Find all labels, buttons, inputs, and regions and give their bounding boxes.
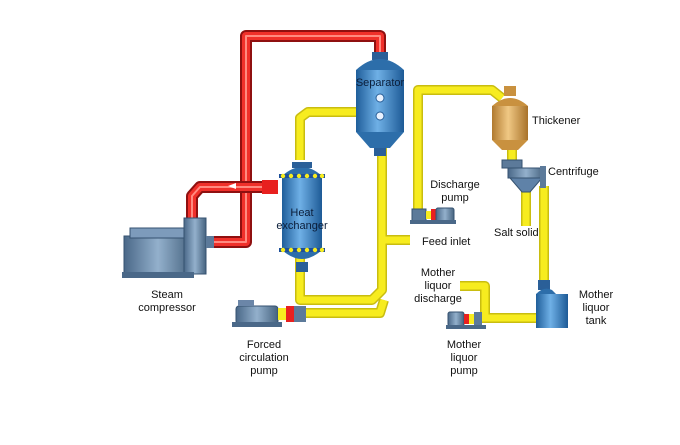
label-mother-liquor-tank: Mother liquor tank [578, 289, 614, 327]
label-discharge-pump: Discharge pump [430, 179, 480, 204]
label-feed-inlet: Feed inlet [422, 236, 471, 248]
discharge-pump [410, 207, 456, 224]
label-thickener: Thickener [532, 115, 581, 127]
forced-circulation-pump [232, 300, 306, 327]
label-centrifuge: Centrifuge [548, 166, 599, 178]
label-mother-liquor-pump: Mother liquor pump [446, 339, 482, 377]
label-mother-liquor-discharge: Mother liquor discharge [414, 267, 462, 305]
mother-liquor-pump [446, 311, 486, 329]
heat-exchanger [279, 162, 325, 272]
steam-inlet-stub [262, 180, 278, 194]
steam-compressor [122, 217, 214, 278]
label-steam-compressor: Steam compressor [138, 289, 196, 314]
arrow-icon [228, 183, 236, 189]
centrifuge [501, 159, 546, 193]
label-salt-solid: Salt solid [494, 227, 539, 239]
separator [356, 52, 404, 156]
label-forced-circulation-pump: Forced circulation pump [239, 339, 289, 377]
label-separator: Separator [355, 77, 405, 89]
label-heat-exchanger: Heat exchanger [276, 207, 328, 232]
mother-liquor-tank [536, 280, 568, 328]
thickener [492, 86, 528, 150]
